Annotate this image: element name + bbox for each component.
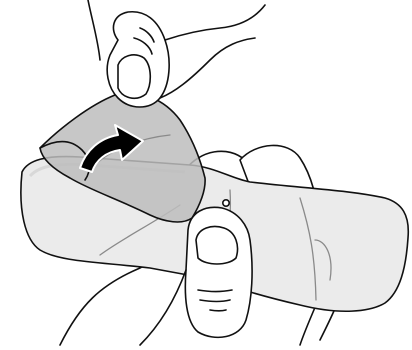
peel-direction-arrow bbox=[79, 124, 144, 173]
upper-hand-knuckle-lines bbox=[139, 27, 155, 43]
lower-thumb-crease-3 bbox=[209, 309, 227, 312]
lower-thumb-crease-2 bbox=[199, 299, 231, 303]
lower-thumb-crease-1 bbox=[197, 289, 233, 293]
lower-thumbnail bbox=[195, 225, 239, 265]
upper-hand-knuckle-lines-2 bbox=[133, 37, 153, 55]
lower-thumb bbox=[139, 206, 253, 346]
upper-hand-thumbnail bbox=[117, 54, 152, 100]
lower-thumb-side-line bbox=[139, 269, 187, 346]
center-dot bbox=[222, 199, 231, 208]
upper-hand-wrist-line bbox=[87, 0, 101, 61]
through-lens-finger-line-2 bbox=[299, 197, 317, 301]
upper-hand-index-outline bbox=[164, 4, 266, 41]
upper-hand-back-line bbox=[159, 37, 256, 99]
upper-hand bbox=[87, 0, 266, 108]
through-lens-finger-line-3 bbox=[314, 239, 332, 281]
